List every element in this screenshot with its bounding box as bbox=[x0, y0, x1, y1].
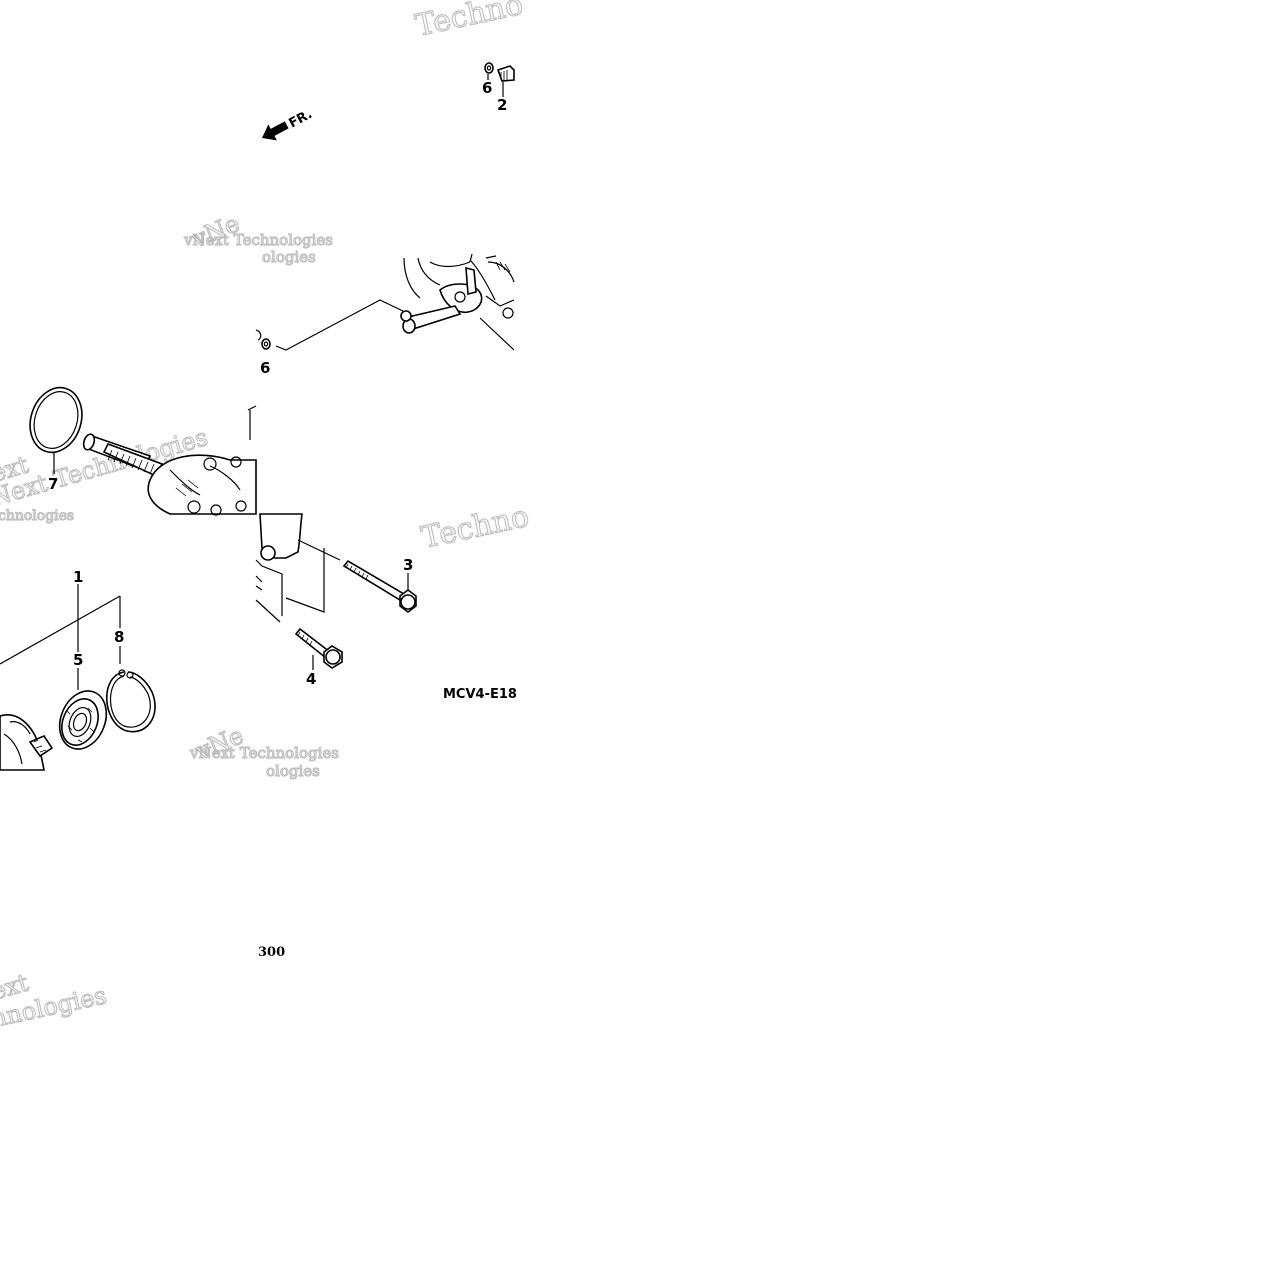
part-washer-mid bbox=[261, 338, 271, 350]
svg-text:ologies: ologies bbox=[262, 248, 316, 266]
front-arrow-label: FR. bbox=[287, 107, 315, 132]
watermark-techno-top: Techno bbox=[412, 0, 526, 44]
ref-6-mid: 6 bbox=[260, 359, 270, 377]
front-direction-arrow: FR. bbox=[262, 107, 315, 141]
diagram-code: MCV4-E18 bbox=[443, 687, 517, 702]
watermark-vnext-lower: vNext Technologies bbox=[189, 744, 339, 762]
ref-3: 3 bbox=[403, 556, 413, 574]
ref-6-top: 6 bbox=[482, 79, 492, 97]
watermark-techno-mid: Techno bbox=[418, 499, 532, 556]
ref-7: 7 bbox=[48, 475, 58, 493]
part-snap-ring bbox=[105, 669, 156, 733]
page-number-fragment: 300 bbox=[258, 945, 285, 960]
ref-1: 1 bbox=[73, 568, 83, 586]
watermark-fragments: vNe ologies vNe ologies ext ext chnologi… bbox=[0, 209, 320, 1037]
ref-2: 2 bbox=[497, 96, 507, 114]
part-washer-top bbox=[484, 62, 494, 74]
svg-text:ologies: ologies bbox=[266, 762, 320, 780]
part-bearing bbox=[58, 690, 108, 750]
ref-5: 5 bbox=[73, 651, 83, 669]
svg-text:chnologies: chnologies bbox=[0, 508, 74, 524]
leader-line-washer-6 bbox=[275, 299, 404, 351]
arrow-left-icon bbox=[262, 121, 289, 141]
ref-8: 8 bbox=[114, 628, 124, 646]
leader-lines-1-5-8 bbox=[0, 584, 121, 690]
part-o-ring bbox=[29, 386, 83, 454]
part-bolt-long bbox=[342, 559, 417, 613]
part-gearbox-left bbox=[0, 714, 54, 771]
part-linkage-assembly bbox=[400, 253, 515, 351]
part-bolt-top bbox=[496, 65, 515, 82]
part-output-shaft bbox=[82, 405, 257, 516]
watermark-vnext-upper: vNext Technologies bbox=[183, 231, 333, 249]
ref-4: 4 bbox=[306, 670, 316, 688]
part-bolt-short bbox=[294, 627, 343, 669]
part-housing-lower bbox=[255, 513, 341, 623]
